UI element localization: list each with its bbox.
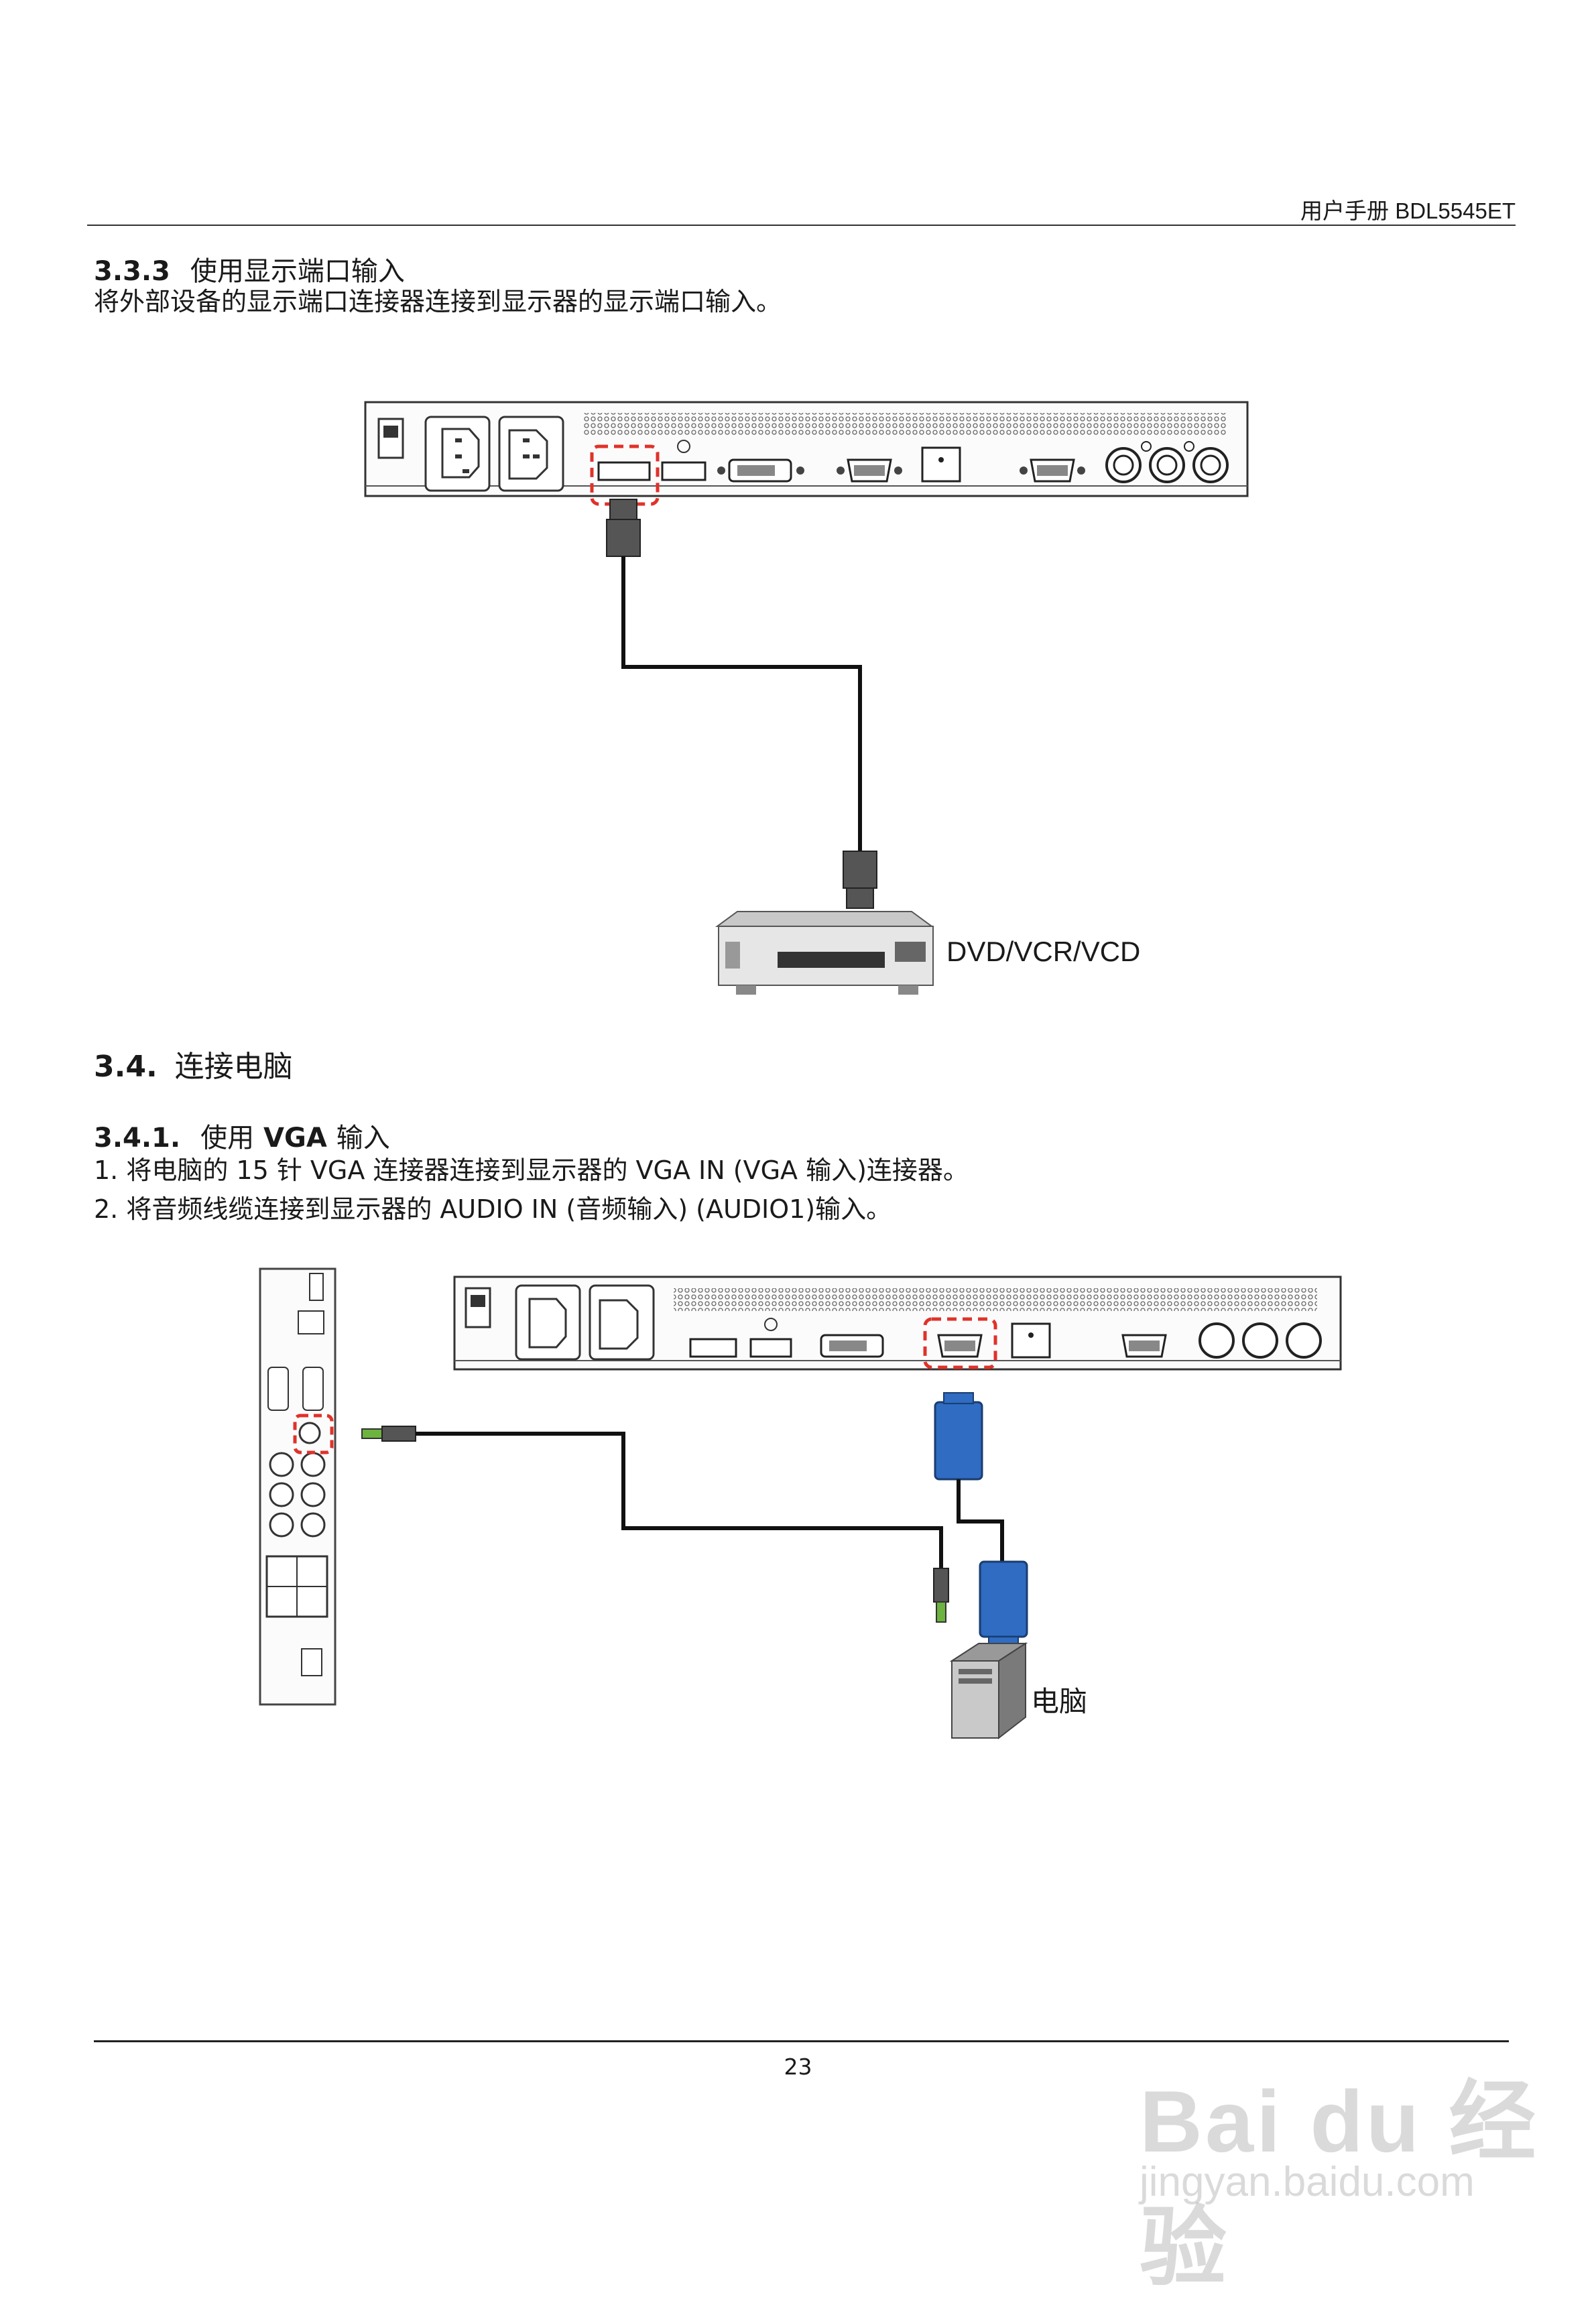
audio-cable	[361, 1426, 949, 1623]
section-3-4-heading: 3.4. 连接电脑	[94, 1042, 293, 1085]
vga-connection-diagram	[259, 1267, 1342, 1740]
section-3-3-3-body: 将外部设备的显示端口连接器连接到显示器的显示端口输入。	[94, 287, 782, 316]
section-3-4-1-heading: 3.4.1. 使用 VGA 输入	[94, 1116, 390, 1155]
section-title-prefix: 使用	[200, 1123, 255, 1154]
monitor-side-panel	[259, 1267, 336, 1706]
section-number: 3.4.1.	[94, 1123, 181, 1154]
step-2: 2. 将音频线缆连接到显示器的 AUDIO IN (音频输入) (AUDIO1)…	[94, 1194, 892, 1224]
footer-divider	[94, 2040, 1509, 2042]
monitor-rear-panel-2	[453, 1275, 1342, 1371]
vga-cable	[934, 1392, 1028, 1648]
displayport-connection-diagram	[364, 401, 1249, 995]
pc-device-label: 电脑	[1031, 1686, 1088, 1717]
section-title-suffix: 输入	[336, 1123, 390, 1154]
header-divider	[87, 225, 1516, 226]
section-number: 3.3.3	[94, 256, 170, 287]
step-1: 1. 将电脑的 15 针 VGA 连接器连接到显示器的 VGA IN (VGA …	[94, 1156, 969, 1185]
dvd-player-icon	[715, 911, 934, 995]
page-header: 用户手册 BDL5545ET	[1300, 198, 1516, 223]
monitor-rear-panel-1	[364, 401, 1249, 497]
displayport-cable	[606, 499, 877, 909]
section-title: 连接电脑	[174, 1050, 293, 1084]
baidu-watermark-url: jingyan.baidu.com	[1140, 2159, 1475, 2205]
section-3-3-3-heading: 3.3.3 使用显示端口输入	[94, 249, 405, 288]
page-number: 23	[784, 2054, 812, 2080]
dvd-device-label: DVD/VCR/VCD	[946, 936, 1141, 967]
section-title-bold: VGA	[263, 1123, 327, 1154]
audio-in-highlight	[293, 1414, 334, 1454]
section-title: 使用显示端口输入	[190, 256, 405, 287]
pc-tower-icon	[949, 1642, 1028, 1740]
vga-in-highlight	[923, 1317, 997, 1369]
section-number: 3.4.	[94, 1050, 158, 1084]
